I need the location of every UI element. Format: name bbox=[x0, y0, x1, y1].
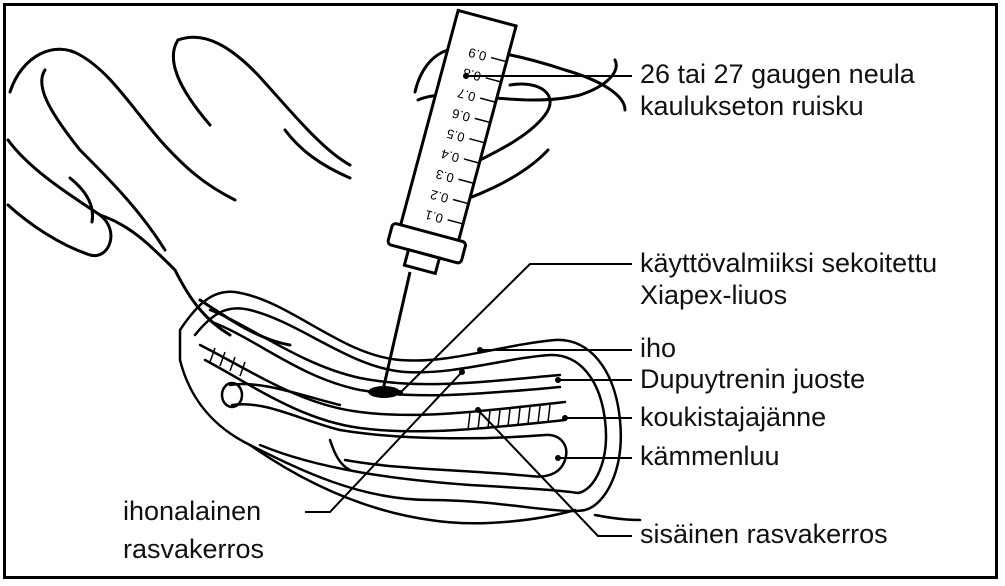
subcutaneous-fat-label: ihonalainen rasvakerros bbox=[123, 495, 264, 565]
injected-solution bbox=[368, 386, 400, 398]
tendon-label: koukistajajänne bbox=[640, 401, 826, 433]
cross-section bbox=[180, 292, 640, 524]
solution-label-line1: käyttövalmiiksi sekoitettu bbox=[640, 247, 937, 279]
bone-label: kämmenluu bbox=[640, 440, 780, 472]
needle-label-line1: 26 tai 27 gaugen neula bbox=[640, 58, 915, 90]
syringe-barrel bbox=[400, 10, 516, 243]
needle-label-line2: kaulukseton ruisku bbox=[640, 90, 915, 122]
solution-label-line2: Xiapex-liuos bbox=[640, 279, 937, 311]
needle-label: 26 tai 27 gaugen neula kaulukseton ruisk… bbox=[640, 58, 915, 122]
subcut-label-line1: ihonalainen bbox=[123, 495, 264, 527]
skin-label: iho bbox=[640, 332, 676, 364]
inner-fat-label: sisäinen rasvakerros bbox=[640, 518, 888, 550]
subcut-label-line2: rasvakerros bbox=[123, 533, 264, 565]
cord-label: Dupuytrenin juoste bbox=[640, 363, 865, 395]
syringe: 0.10.20.30.40.50.60.70.80.9 bbox=[368, 8, 524, 398]
hand-outline bbox=[8, 37, 625, 345]
solution-label: käyttövalmiiksi sekoitettu Xiapex-liuos bbox=[640, 247, 937, 311]
